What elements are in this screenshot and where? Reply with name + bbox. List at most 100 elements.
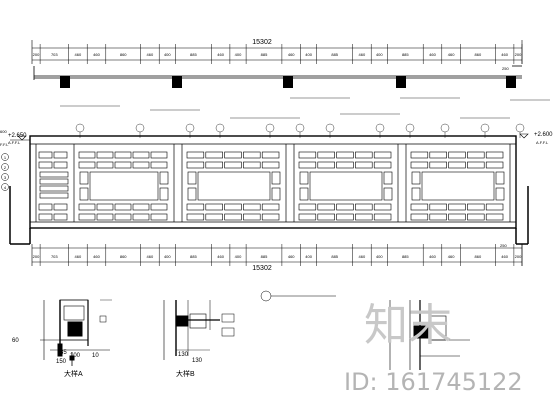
bot-seg-labels-label: 460 bbox=[448, 254, 455, 259]
annotation-callout bbox=[265, 123, 275, 133]
watermark-logo: 知末 bbox=[364, 300, 452, 351]
top-seg-labels-label: 885 bbox=[190, 52, 197, 57]
bot-seg-labels-label: 200 bbox=[33, 254, 40, 259]
top-seg-labels-label: 460 bbox=[448, 52, 455, 57]
bot-seg-labels-label: 885 bbox=[402, 254, 409, 259]
panel-rect bbox=[205, 203, 223, 211]
top-seg-labels-label: 885 bbox=[402, 52, 409, 57]
bot-seg-labels-label: 460 bbox=[429, 254, 436, 259]
panel-rect bbox=[411, 171, 421, 185]
panel-rect bbox=[96, 203, 114, 211]
annotation-callout bbox=[375, 123, 385, 133]
panel-rect bbox=[410, 151, 429, 159]
panel-rect bbox=[411, 187, 421, 201]
top-seg-labels-label: 885 bbox=[331, 52, 338, 57]
panel-rect bbox=[383, 171, 393, 185]
right-end-dim-bottom: 250 bbox=[500, 243, 507, 248]
panel-rect bbox=[429, 213, 447, 221]
top-seg-labels-label: 200 bbox=[515, 52, 522, 57]
panel-rect bbox=[78, 161, 96, 169]
panel-rect bbox=[410, 213, 429, 221]
top-seg-labels-label: 400 bbox=[305, 52, 312, 57]
panel-rect bbox=[467, 213, 485, 221]
panel-rect bbox=[429, 151, 447, 159]
panel-rect bbox=[114, 203, 132, 211]
panel-rect bbox=[355, 161, 373, 169]
panel-rect bbox=[485, 213, 504, 221]
panel-rect bbox=[317, 161, 335, 169]
panel-rect bbox=[79, 171, 89, 185]
panel-rect bbox=[197, 171, 271, 201]
watermark-id: ID: 161745122 bbox=[344, 368, 523, 396]
level-left-label: A.F.F.L bbox=[8, 140, 21, 145]
annotation-callout bbox=[185, 123, 195, 133]
panel-rect bbox=[159, 187, 169, 201]
bot-seg-labels-label: 400 bbox=[305, 254, 312, 259]
detail-a-dim-10: 10 bbox=[92, 353, 99, 359]
annotation-callout bbox=[515, 123, 525, 133]
detail-b-dim-2: 130 bbox=[192, 358, 203, 364]
panel-rect bbox=[336, 151, 354, 159]
top-seg-labels-label: 885 bbox=[261, 52, 268, 57]
bottom-dimension-chain bbox=[31, 244, 523, 266]
panel-rect bbox=[243, 151, 261, 159]
panel-rect bbox=[298, 161, 317, 169]
panel-rect bbox=[150, 203, 168, 211]
top-seg-labels-label: 460 bbox=[429, 52, 436, 57]
annotation-callout bbox=[440, 123, 450, 133]
panel-rect bbox=[114, 161, 132, 169]
panel-rect bbox=[159, 171, 169, 185]
level-right-value: +2.600 bbox=[534, 132, 553, 138]
panel-rect bbox=[485, 203, 504, 211]
circle-label-1: 1 bbox=[4, 155, 7, 160]
bot-seg-labels-label: 885 bbox=[261, 254, 268, 259]
panel-rect bbox=[205, 161, 223, 169]
bot-seg-labels-label: 860 bbox=[475, 254, 482, 259]
panel-rect bbox=[243, 161, 261, 169]
panel-rect bbox=[89, 171, 159, 201]
panel-rect bbox=[355, 213, 373, 221]
annotation-callout bbox=[215, 123, 225, 133]
panel-rect bbox=[373, 203, 392, 211]
annotation-callout bbox=[135, 123, 145, 133]
panel-rect bbox=[187, 187, 197, 201]
right-end-dim-top: 250 bbox=[502, 66, 509, 71]
detail-b bbox=[163, 300, 235, 360]
panel-rect bbox=[150, 151, 168, 159]
panel-rect bbox=[373, 161, 392, 169]
panel-rect bbox=[373, 151, 392, 159]
panel-rect bbox=[187, 171, 197, 185]
bot-seg-labels-label: 460 bbox=[217, 254, 224, 259]
panel-rect bbox=[79, 187, 89, 201]
detail-b-title: 大样B bbox=[176, 369, 195, 378]
annotation-callout bbox=[480, 123, 490, 133]
bot-seg-labels-label: 460 bbox=[147, 254, 154, 259]
panel-rect bbox=[298, 203, 317, 211]
bot-seg-labels-label: 400 bbox=[376, 254, 383, 259]
panel-rect bbox=[448, 203, 466, 211]
panel-rect bbox=[78, 213, 96, 221]
panel-rect bbox=[261, 161, 280, 169]
panel-rect bbox=[309, 171, 383, 201]
ceiling-strip bbox=[33, 65, 522, 80]
panel-rect bbox=[429, 203, 447, 211]
top-seg-labels-label: 860 bbox=[120, 52, 127, 57]
panel-rect bbox=[261, 213, 280, 221]
top-seg-labels-label: 460 bbox=[147, 52, 154, 57]
panel-rect bbox=[39, 185, 69, 192]
annotation-callout bbox=[325, 123, 335, 133]
panel-rect bbox=[150, 213, 168, 221]
ceiling-blocks bbox=[60, 76, 516, 88]
panel-rect bbox=[150, 161, 168, 169]
detail-a-title: 大样A bbox=[64, 369, 83, 378]
detail-a-dim-100: 100 bbox=[70, 353, 81, 359]
bot-seg-labels-label: 460 bbox=[75, 254, 82, 259]
panel-rect bbox=[186, 161, 205, 169]
panel-rect bbox=[224, 213, 242, 221]
panel-rect bbox=[317, 151, 335, 159]
panel-rect bbox=[96, 161, 114, 169]
elevation-panels bbox=[30, 143, 516, 223]
panel-rect bbox=[373, 213, 392, 221]
panel-rect bbox=[336, 203, 354, 211]
